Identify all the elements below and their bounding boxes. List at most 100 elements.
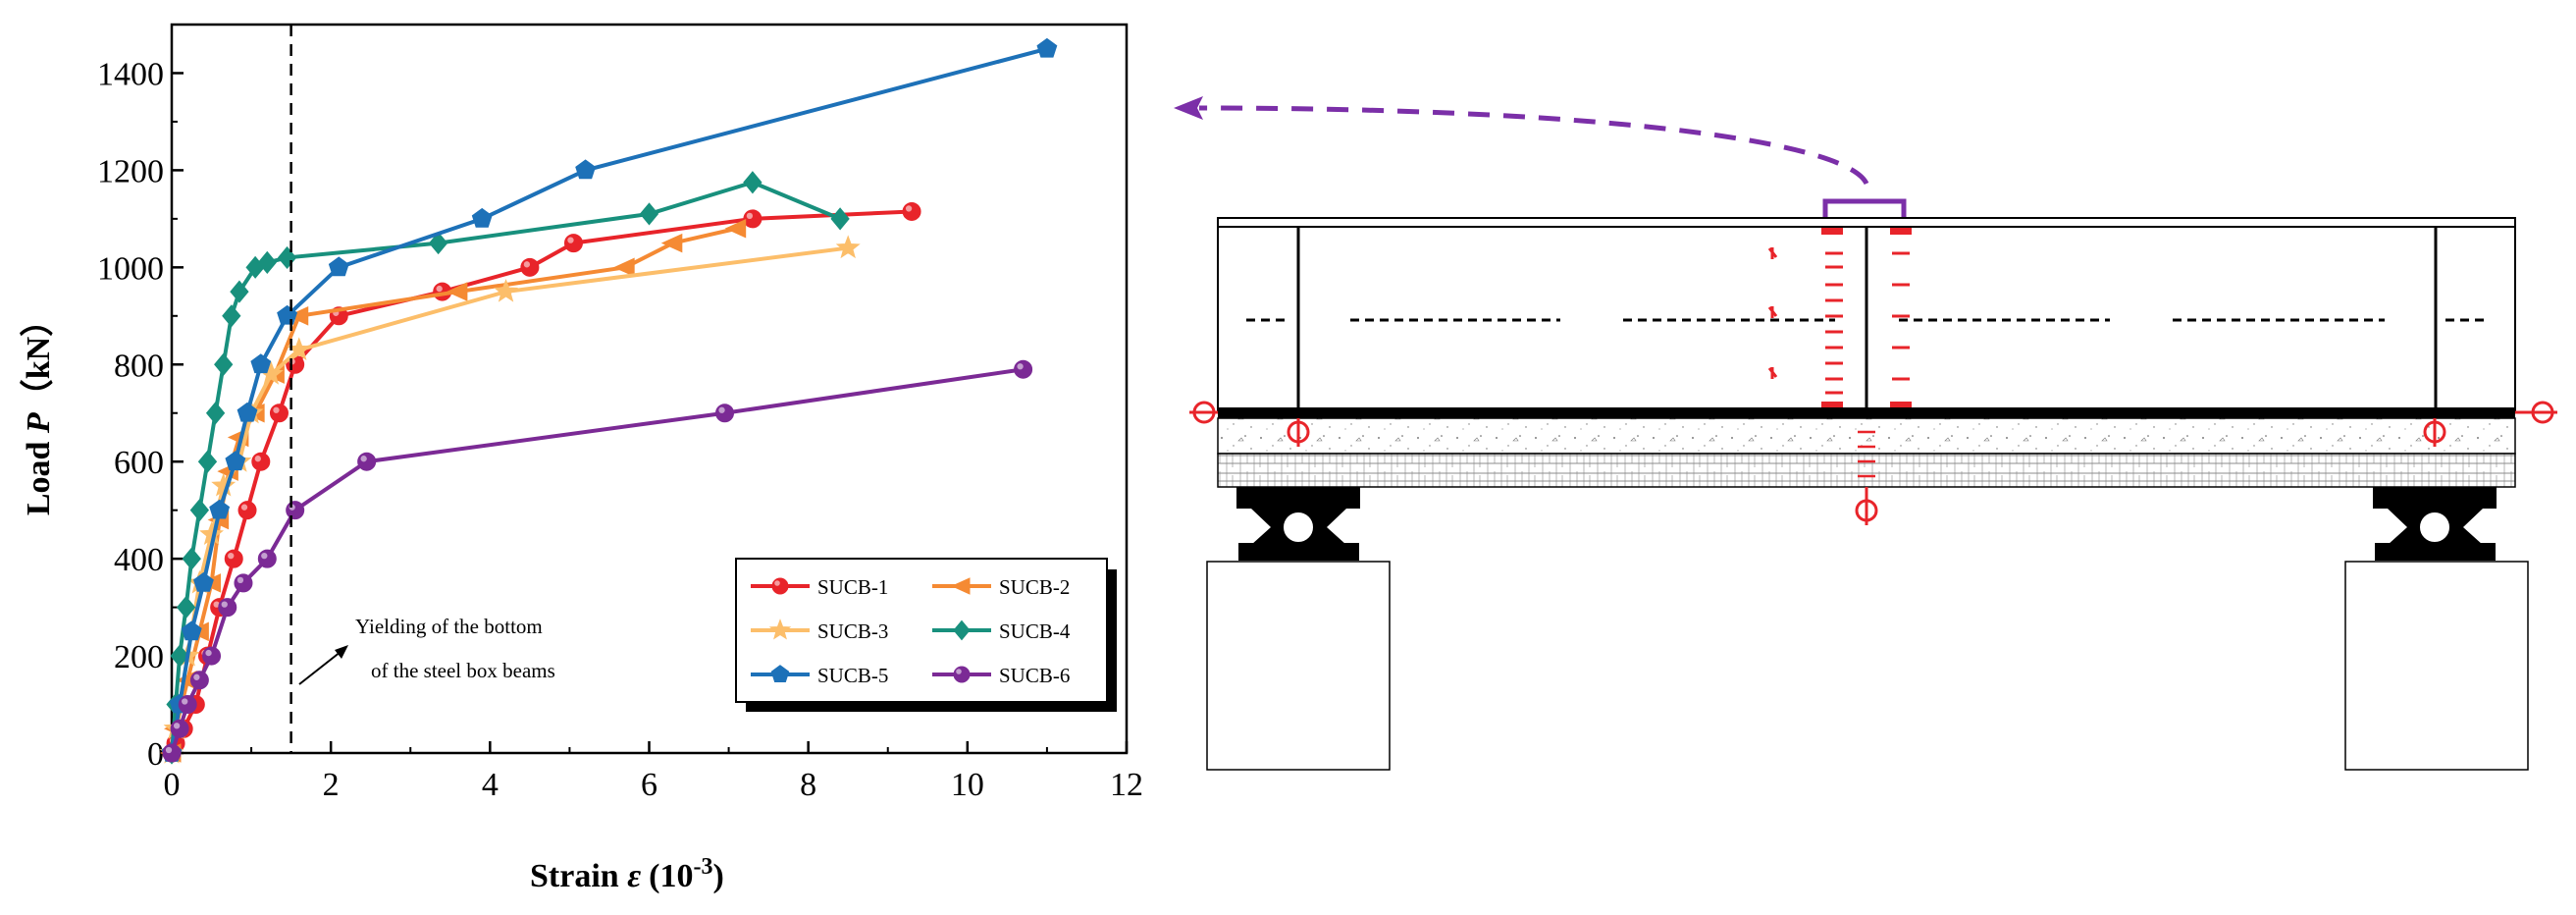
x-tick-label: 2 <box>323 767 340 803</box>
legend-item: SUCB-3 <box>751 619 888 643</box>
legend-item: SUCB-4 <box>932 619 1071 643</box>
data-point-highlight <box>165 746 173 754</box>
gauge-region-bracket <box>1822 198 1907 218</box>
data-point <box>250 353 272 374</box>
left-support-roller-icon <box>1282 511 1315 544</box>
legend-item: SUCB-5 <box>751 664 888 687</box>
data-point-highlight <box>261 552 268 560</box>
data-point <box>328 256 349 277</box>
y-tick-label: 800 <box>114 348 164 384</box>
data-point <box>181 620 202 641</box>
annotation-arrow-head <box>335 645 348 659</box>
data-point <box>237 402 258 422</box>
x-tick-label: 6 <box>641 767 657 803</box>
data-point <box>768 619 792 640</box>
data-point <box>225 451 246 471</box>
data-point <box>724 218 747 239</box>
data-point <box>471 207 493 228</box>
right-pedestal-block <box>2344 561 2529 771</box>
x-axis-label-prefix: Strain <box>530 858 627 894</box>
right-end-meter-icon <box>2515 401 2557 424</box>
data-point <box>743 171 762 194</box>
data-point <box>287 306 309 326</box>
x-axis-label-exp: -3 <box>693 854 712 880</box>
series-layer <box>159 37 1058 765</box>
left-support-bottom-plate <box>1238 543 1359 561</box>
data-point <box>257 250 277 274</box>
y-tick-label: 1000 <box>97 250 164 287</box>
annotation-line-2: of the steel box beams <box>371 659 555 682</box>
data-point-highlight <box>254 456 261 462</box>
data-point-highlight <box>1017 363 1024 370</box>
y-tick-label: 200 <box>114 639 164 675</box>
data-point <box>214 352 234 376</box>
rosette-gauge-icon <box>1767 247 1778 259</box>
data-point-highlight <box>173 723 181 729</box>
left-support <box>1206 487 1391 771</box>
annotation-arrow <box>298 647 346 685</box>
data-point <box>211 472 237 497</box>
right-support-roller-icon <box>2418 511 2451 544</box>
data-point <box>209 499 231 519</box>
series-SUCB-5 <box>161 37 1058 762</box>
y-tick-label: 1400 <box>97 56 164 92</box>
x-tick-label: 8 <box>800 767 816 803</box>
legend-item: SUCB-2 <box>932 575 1070 599</box>
x-tick-label: 4 <box>482 767 499 803</box>
data-point <box>230 280 249 303</box>
data-point <box>170 644 189 668</box>
data-point <box>182 547 201 570</box>
left-support-meter-icon <box>1287 418 1310 447</box>
y-axis-label: Load P（kN） <box>19 303 57 515</box>
displacement-meters <box>1189 401 2557 525</box>
data-point <box>660 233 683 253</box>
y-axis-label-unit: （kN） <box>19 303 57 412</box>
data-point-highlight <box>718 406 725 413</box>
rosette-gauge-icon <box>1767 367 1778 379</box>
data-point-highlight <box>182 698 188 705</box>
x-tick-label: 12 <box>1110 767 1143 803</box>
legend-label: SUCB-2 <box>999 575 1070 599</box>
data-point <box>197 450 218 473</box>
data-point-highlight <box>213 601 220 608</box>
right-support-bottom-plate <box>2375 543 2496 561</box>
data-point <box>951 577 971 595</box>
data-point <box>575 159 597 180</box>
data-point <box>446 282 468 301</box>
concrete-slab <box>1217 417 2516 455</box>
y-axis-label-prefix: Load <box>21 433 57 515</box>
data-point <box>770 665 790 682</box>
top-gauge-left-icon <box>1821 228 1843 235</box>
data-point <box>193 571 214 592</box>
data-point <box>835 235 861 259</box>
x-axis-label-close: ) <box>712 858 723 894</box>
x-axis-label-unit: (10 <box>649 858 693 894</box>
right-support-meter-icon <box>2423 418 2446 447</box>
data-point-highlight <box>774 580 780 586</box>
data-point-highlight <box>567 237 574 243</box>
legend-label: SUCB-6 <box>999 664 1070 687</box>
data-point <box>428 232 448 255</box>
legend-label: SUCB-5 <box>817 664 888 687</box>
x-axis-label: Strain ε(10-3) <box>530 854 724 894</box>
data-point <box>1036 37 1058 58</box>
y-tick-label: 1200 <box>97 153 164 189</box>
data-point-highlight <box>221 601 228 608</box>
bottom-gauge-right-icon <box>1890 402 1912 407</box>
rosette-gauge-icon <box>1767 306 1778 318</box>
data-point <box>830 207 850 231</box>
strain-gauges <box>1767 228 1912 478</box>
mid-span-meter-icon <box>1855 487 1878 525</box>
data-point <box>639 202 659 226</box>
x-axis-label-symbol: ε <box>627 858 641 894</box>
data-point-highlight <box>436 285 443 293</box>
data-point <box>205 402 226 425</box>
x-tick-label: 0 <box>164 767 181 803</box>
data-point-highlight <box>905 205 913 212</box>
x-tick-label: 10 <box>951 767 984 803</box>
y-tick-label: 0 <box>147 736 164 773</box>
left-support-top-plate <box>1236 487 1360 509</box>
